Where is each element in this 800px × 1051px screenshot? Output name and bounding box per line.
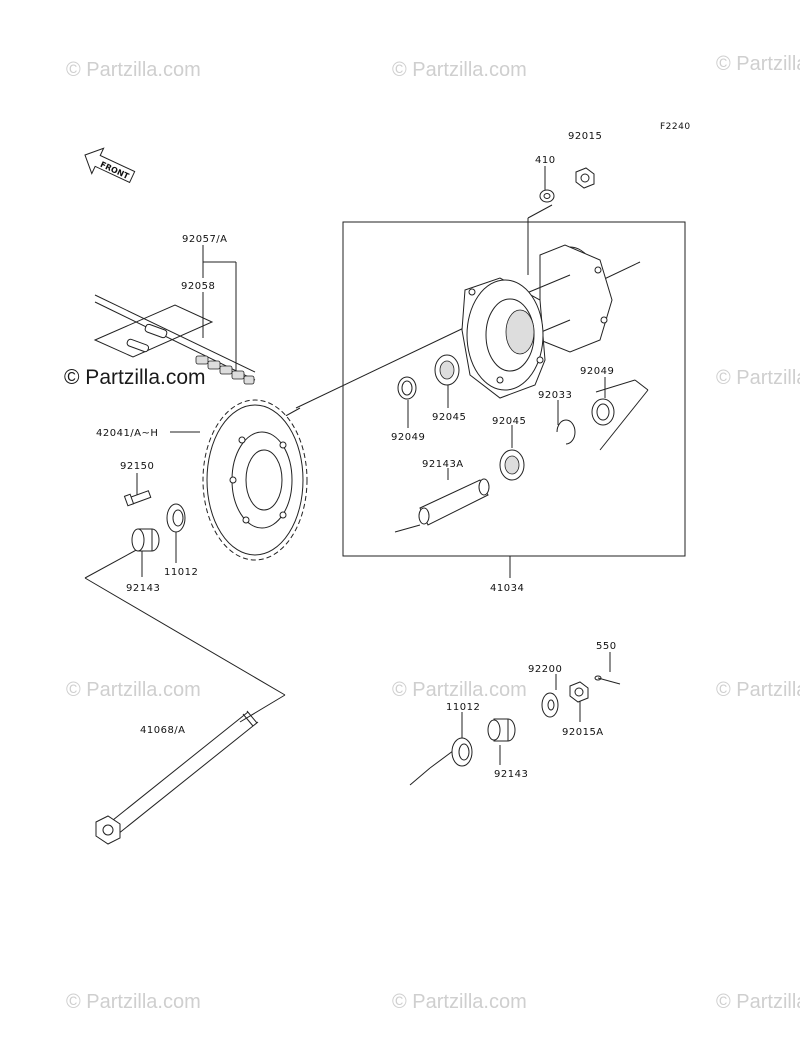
part-label: 92033 — [538, 390, 572, 401]
spacer-92143a — [418, 478, 490, 526]
part-label: 92143A — [422, 459, 464, 470]
seal-92049-right — [591, 398, 615, 426]
part-label: 41068/A — [140, 725, 186, 736]
collar — [131, 528, 160, 552]
leader-lines — [84, 166, 649, 786]
watermark: © Partzilla.com — [716, 991, 800, 1013]
part-label: 92143 — [126, 583, 160, 594]
part-label: 92200 — [528, 664, 562, 675]
part-labels: 92057/A 92058 42041/A~H 92150 11012 9214… — [96, 131, 617, 780]
oil-seal — [166, 503, 186, 533]
part-label: 92049 — [580, 366, 614, 377]
bearing-92045-lower — [499, 449, 525, 481]
watermark-layer: © Partzilla.com © Partzilla.com © Partzi… — [64, 53, 800, 1013]
washer-410 — [539, 189, 555, 203]
bearing-92045-upper — [434, 354, 460, 386]
part-label: 11012 — [164, 567, 198, 578]
watermark: © Partzilla.com — [66, 991, 201, 1013]
part-label: 92143 — [494, 769, 528, 780]
part-label: 550 — [596, 641, 617, 652]
part-label: 92150 — [120, 461, 154, 472]
hub-assembly-box — [342, 221, 686, 557]
watermark: © Partzilla.com — [66, 679, 201, 701]
cotter-pin-550 — [594, 675, 621, 685]
collar-92143-right — [487, 718, 516, 742]
circlip-92033 — [556, 419, 576, 445]
part-label: 41034 — [490, 583, 524, 594]
axle — [95, 710, 259, 845]
part-label: 11012 — [446, 702, 480, 713]
watermark: © Partzilla.com — [392, 679, 527, 701]
seal-11012-right — [451, 737, 473, 767]
diagram-code: F2240 — [660, 122, 691, 132]
part-label: 92058 — [181, 281, 215, 292]
chain — [93, 294, 256, 385]
wheel-hub — [461, 244, 613, 399]
part-label: 92049 — [391, 432, 425, 443]
part-label: 92045 — [492, 416, 526, 427]
nut-92015a — [569, 681, 589, 703]
watermark: © Partzilla.com — [716, 679, 800, 701]
seal-92049-left — [397, 376, 417, 400]
part-label: 42041/A~H — [96, 428, 158, 439]
watermark-prominent: © Partzilla.com — [64, 366, 206, 389]
sprocket — [202, 399, 308, 561]
part-label: 410 — [535, 155, 556, 166]
part-label: 92057/A — [182, 234, 228, 245]
watermark: © Partzilla.com — [392, 59, 527, 81]
part-label: 92015 — [568, 131, 602, 142]
watermark: © Partzilla.com — [716, 367, 800, 389]
watermark: © Partzilla.com — [716, 53, 800, 75]
washer-92200 — [541, 692, 559, 718]
part-label: 92045 — [432, 412, 466, 423]
part-label: 92015A — [562, 727, 604, 738]
nut-92015 — [575, 167, 595, 189]
bolt — [123, 490, 152, 507]
watermark: © Partzilla.com — [66, 59, 201, 81]
front-arrow-icon: FRONT — [84, 147, 136, 184]
watermark: © Partzilla.com — [392, 991, 527, 1013]
